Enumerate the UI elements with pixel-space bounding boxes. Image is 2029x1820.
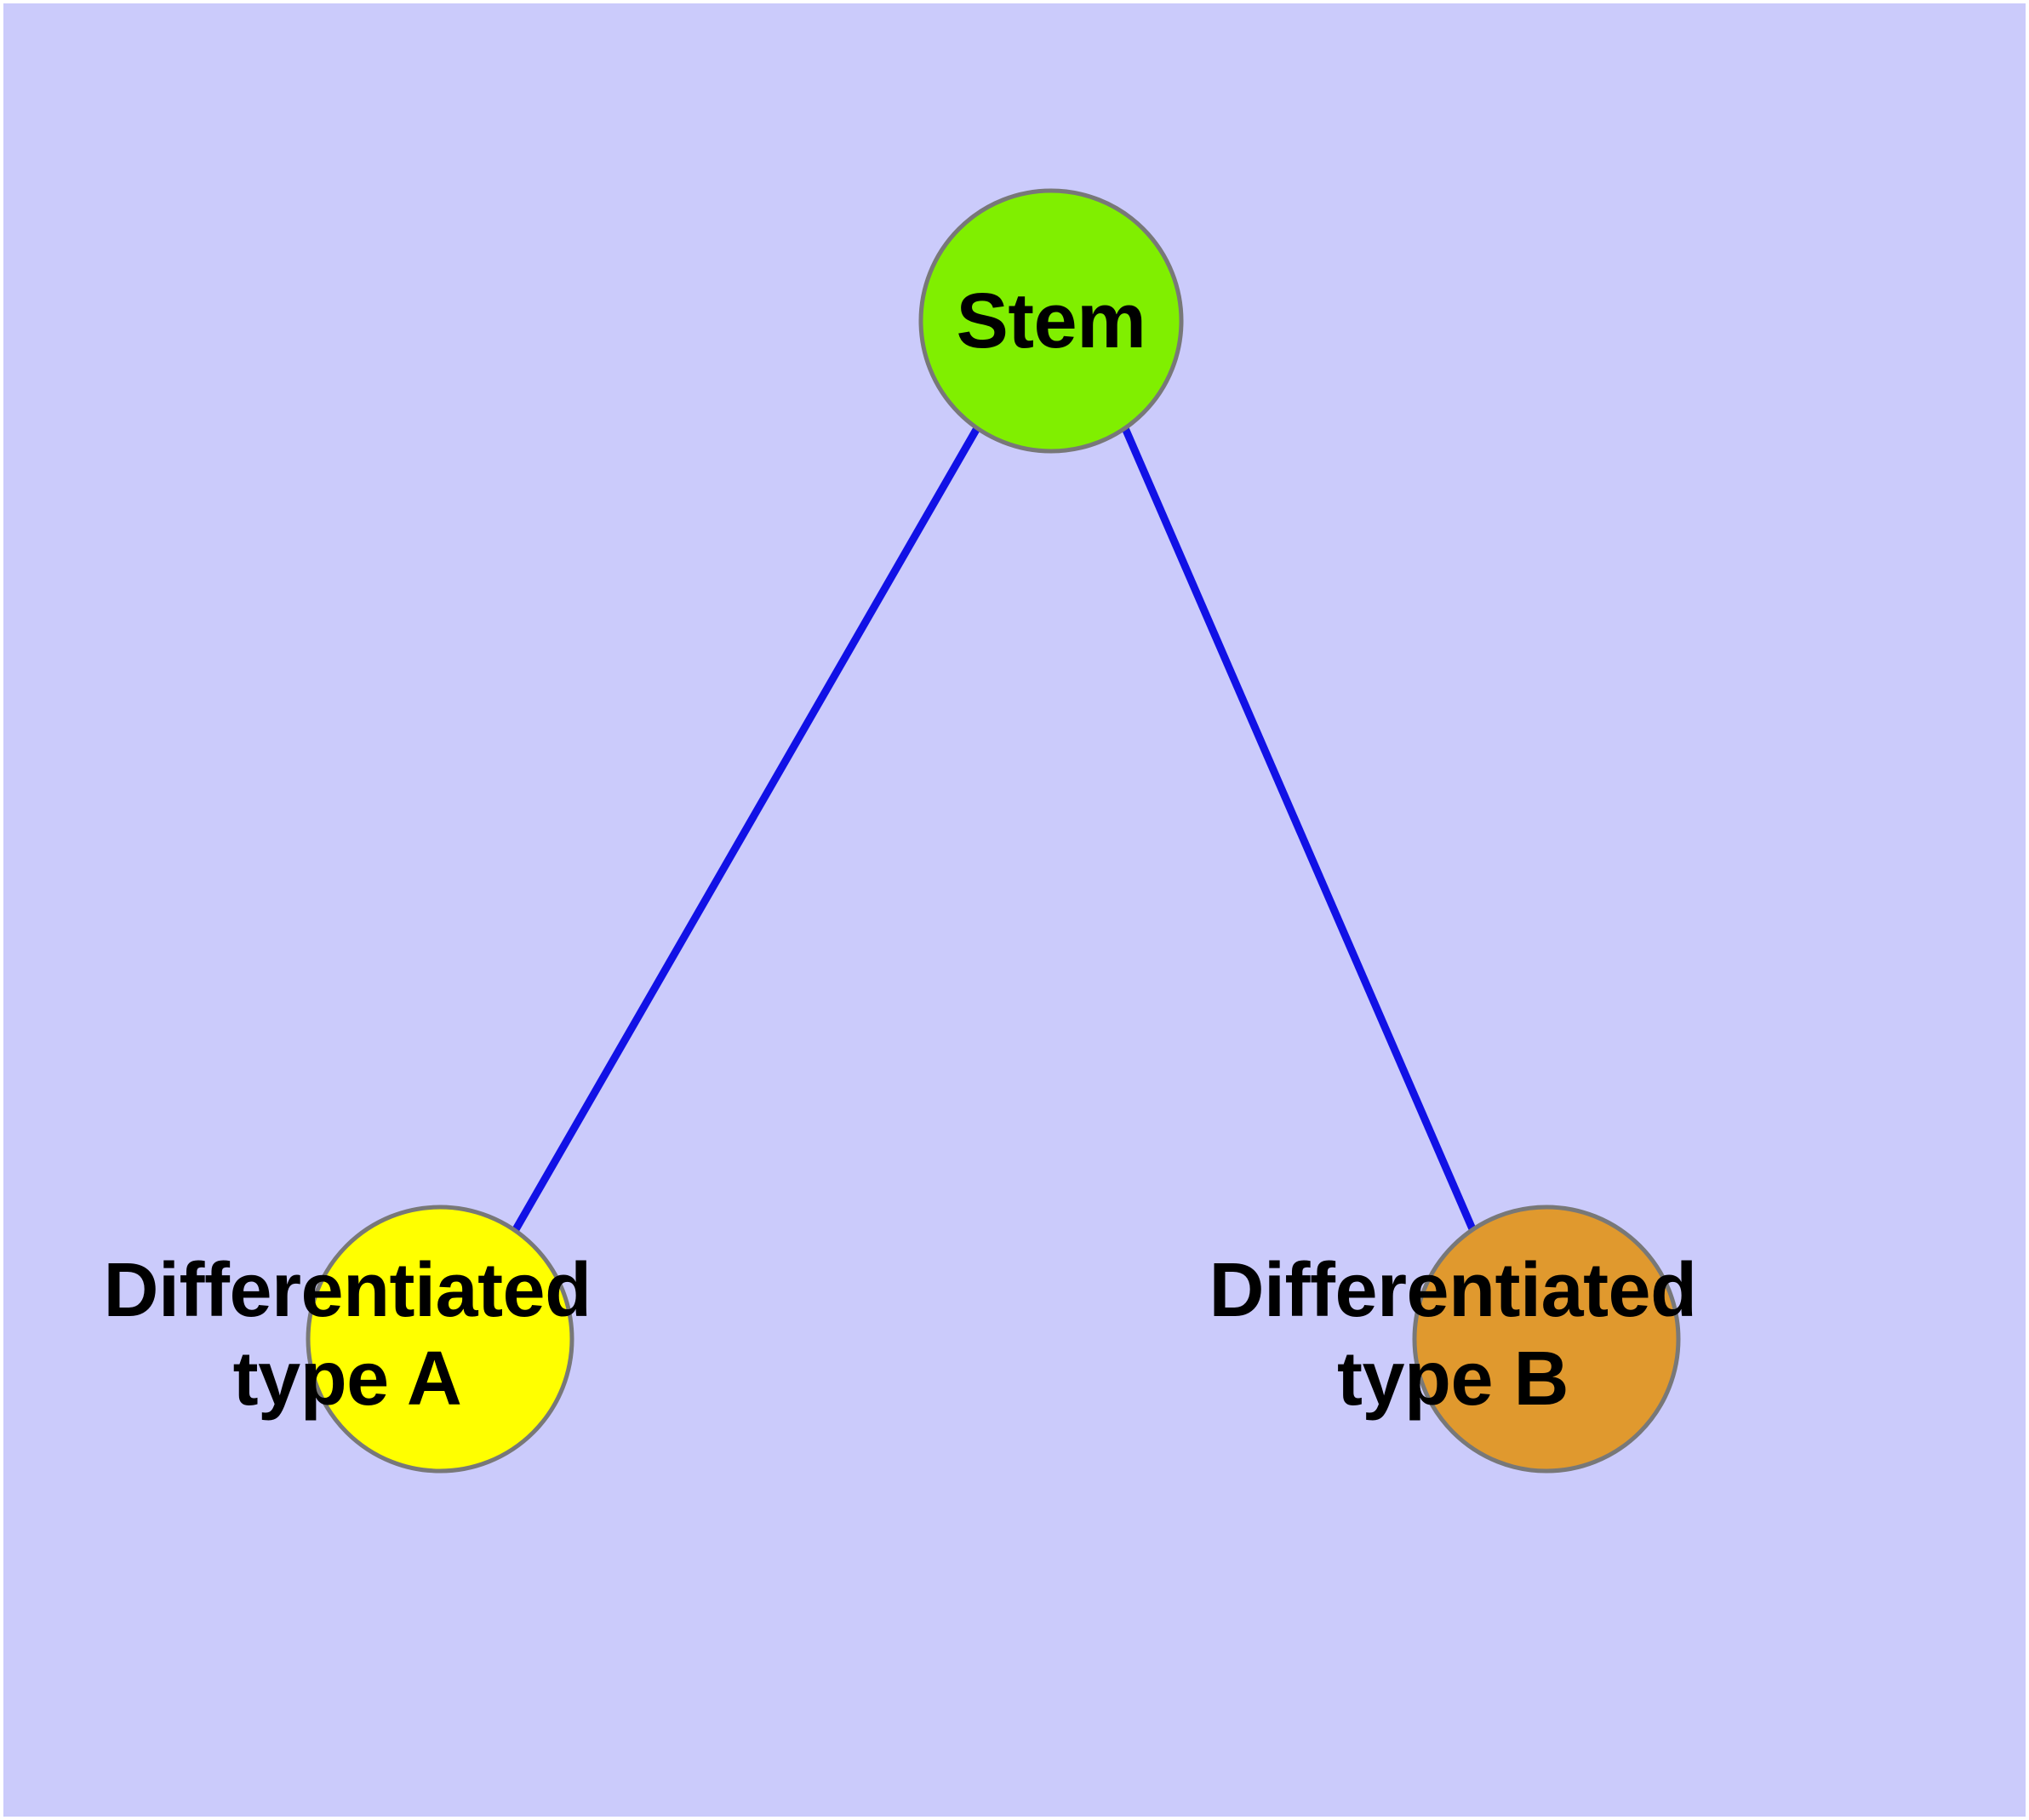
nodes-group [306, 188, 1681, 1474]
graph-edge[interactable] [512, 426, 980, 1233]
graph-node-diff_b[interactable] [1412, 1205, 1681, 1474]
graph-node-diff_a[interactable] [306, 1205, 574, 1474]
edges-group [512, 426, 1477, 1233]
graph-node-stem[interactable] [918, 188, 1184, 454]
graph-edge[interactable] [1121, 426, 1477, 1233]
